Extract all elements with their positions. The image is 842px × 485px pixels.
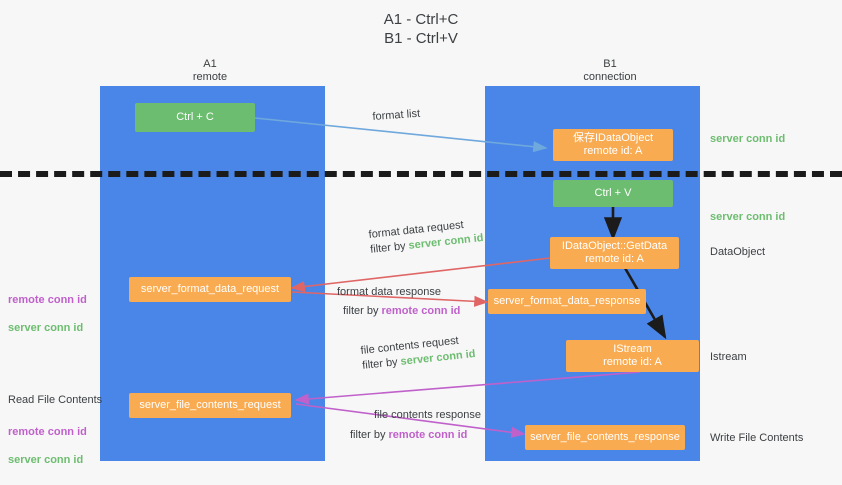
edge-label-format-data-response-value: remote conn id [381,305,461,317]
left-label-read-file-contents: Read File Contents [8,394,103,406]
edge-label-file-contents-request-prefix: filter by [361,355,402,372]
box-ctrl-c[interactable]: Ctrl + C [135,103,255,132]
box-idataobject-getdata[interactable]: IDataObject::GetData remote id: A [550,237,679,269]
edge-label-format-list: format list [372,107,421,125]
divider-dashed-line [0,171,842,177]
box-ctrl-v[interactable]: Ctrl + V [553,180,673,207]
edge-label-file-contents-response-line1: file contents response [374,409,482,421]
left-label-remote-conn-id-upper: remote conn id [8,294,87,306]
right-label-istream: Istream [710,351,747,363]
left-label-conn-ids-lower: remote conn id server conn id [8,411,87,481]
right-label-dataobject: DataObject [710,246,766,258]
left-label-server-conn-id-upper: server conn id [8,322,84,334]
box-save-idataobject[interactable]: 保存IDataObject remote id: A [553,129,673,161]
column-header-b1: B1 connection [583,58,637,83]
box-server-file-contents-response[interactable]: server_file_contents_response [525,425,685,450]
page-title: A1 - Ctrl+C B1 - Ctrl+V [383,11,459,47]
left-label-remote-conn-id-lower: remote conn id [8,426,87,438]
edge-label-file-contents-response-prefix: filter by [350,429,389,441]
edge-label-format-data-request: format data request filter by server con… [368,216,484,258]
left-label-server-conn-id-lower: server conn id [8,454,84,466]
box-server-format-data-response[interactable]: server_format_data_response [488,289,646,314]
edge-label-format-data-request-prefix: filter by [369,239,410,256]
edge-label-format-data-response-prefix: filter by [343,305,382,317]
right-label-server-conn-id-1: server conn id [710,133,786,145]
edge-label-format-list-text: format list [372,107,421,123]
edge-label-file-contents-response: file contents response filter by remote … [350,408,481,443]
box-istream[interactable]: IStream remote id: A [566,340,699,372]
left-label-conn-ids-upper: remote conn id server conn id [8,279,87,349]
edge-label-file-contents-response-value: remote conn id [388,429,468,441]
box-server-file-contents-request[interactable]: server_file_contents_request [129,393,291,418]
edge-label-format-data-response-line1: format data response [337,286,441,298]
box-server-format-data-request[interactable]: server_format_data_request [129,277,291,302]
edge-label-file-contents-request: file contents request filter by server c… [360,332,476,374]
right-label-server-conn-id-2: server conn id [710,211,786,223]
edge-label-format-data-response: format data response filter by remote co… [337,285,460,319]
right-label-write-file-contents: Write File Contents [710,432,804,444]
column-header-a1: A1 remote [192,58,228,83]
